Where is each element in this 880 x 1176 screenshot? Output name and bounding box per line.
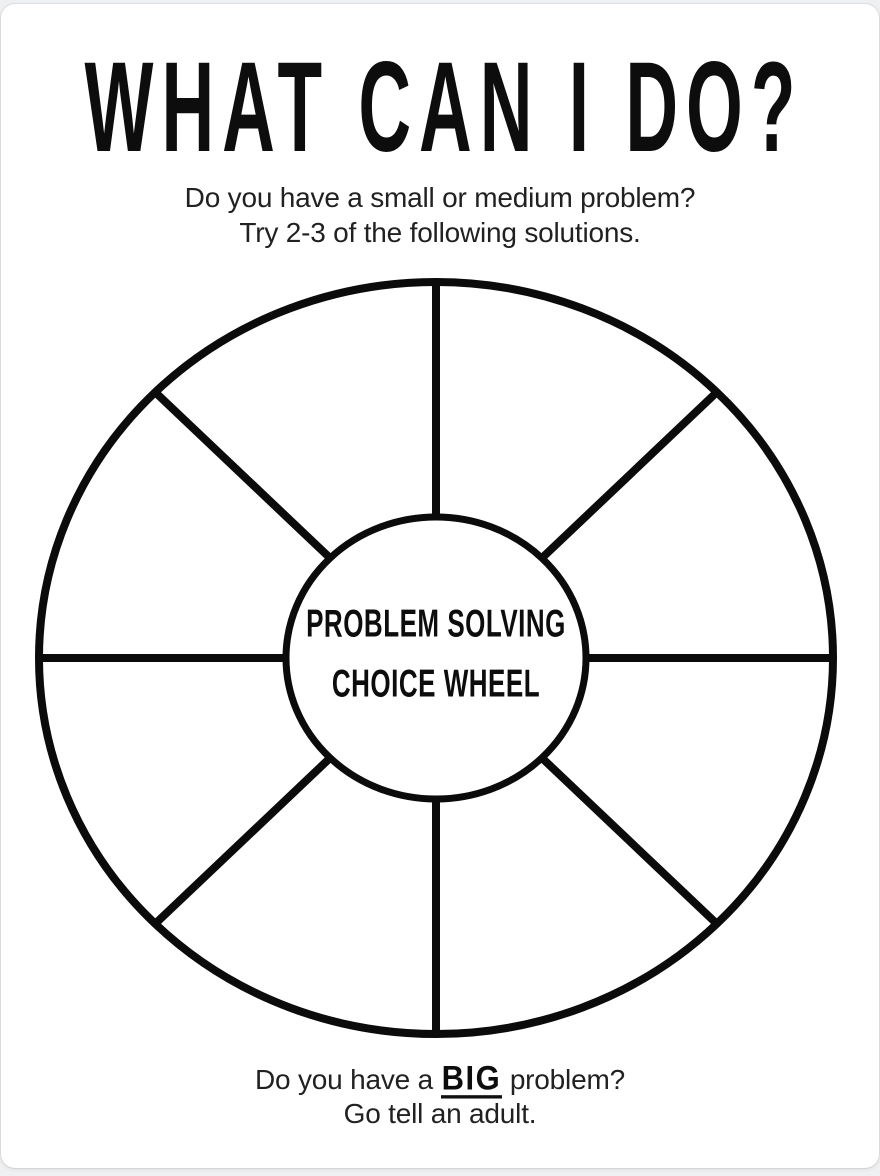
page-title: WHAT CAN I DO? [84, 36, 804, 178]
footer-line-1: Do you have a BIG problem? [0, 1058, 880, 1099]
footer-line1-suffix: problem? [509, 1064, 625, 1095]
big-emphasis: BIG [440, 1058, 503, 1099]
footer-line1-prefix: Do you have a [255, 1064, 433, 1095]
intro-text: Do you have a small or medium problem? T… [0, 180, 880, 250]
wheel-spoke-bottom-left [152, 755, 333, 927]
footer-line-2: Go tell an adult. [343, 1098, 537, 1129]
wheel-spoke-bottom-right [539, 755, 720, 927]
intro-line-2: Try 2-3 of the following solutions. [239, 217, 641, 248]
wheel-inner-ring [282, 513, 590, 803]
wheel-center-line-2: CHOICE WHEEL [331, 660, 541, 706]
wheel-spoke-top-left [152, 389, 333, 561]
wheel-spoke-top-right [539, 389, 720, 561]
footer-text: Do you have a BIG problem? Go tell an ad… [0, 1058, 880, 1131]
wheel-center-line-1: PROBLEM SOLVING [306, 600, 566, 646]
wheel-center-label: PROBLEM SOLVING CHOICE WHEEL [136, 574, 736, 733]
intro-line-1: Do you have a small or medium problem? [184, 182, 696, 213]
